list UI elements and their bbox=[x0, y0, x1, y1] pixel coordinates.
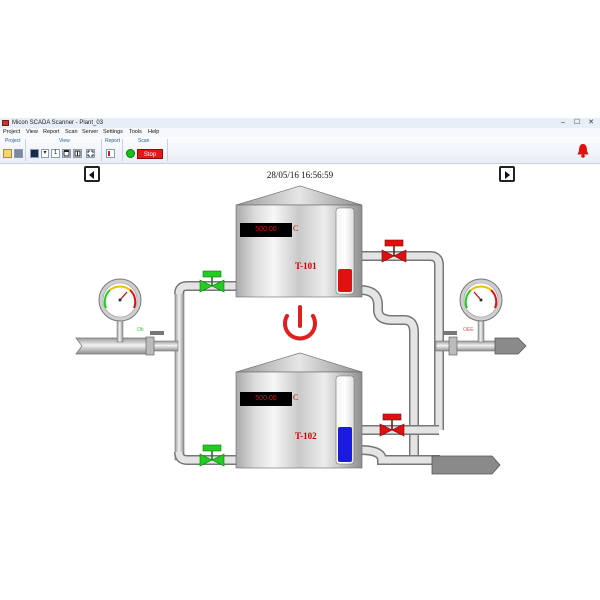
manual-valve-right[interactable] bbox=[443, 331, 458, 356]
menu-help[interactable]: Help bbox=[148, 129, 160, 135]
power-button-icon[interactable] bbox=[283, 305, 317, 341]
valve-open-t101[interactable] bbox=[199, 270, 225, 293]
tank-t101-value-display: 500.00 bbox=[240, 223, 292, 237]
view-option-1[interactable]: 1 bbox=[51, 149, 60, 158]
inlet-arrow bbox=[75, 337, 151, 355]
group-label-project: Project bbox=[5, 138, 21, 144]
save-icon[interactable] bbox=[14, 149, 23, 158]
inlet-valve-label: Ob bbox=[137, 327, 144, 333]
grid-icon[interactable] bbox=[73, 149, 82, 158]
menu-settings[interactable]: Settings bbox=[103, 129, 123, 135]
menu-view[interactable]: View bbox=[26, 129, 38, 135]
window-layout-icon[interactable] bbox=[62, 149, 71, 158]
group-label-view: View bbox=[59, 138, 70, 144]
chevron-down-icon: ▾ bbox=[43, 150, 47, 156]
next-screen-button[interactable] bbox=[499, 166, 515, 182]
left-manifold-pipe bbox=[174, 289, 185, 461]
manual-valve-left[interactable] bbox=[145, 331, 164, 356]
outlet-pipe-right bbox=[435, 340, 497, 352]
view-dropdown[interactable]: ▾ bbox=[41, 149, 49, 158]
pressure-gauge-right bbox=[459, 278, 503, 343]
group-label-report: Report bbox=[105, 138, 121, 144]
tank-t102-value-display: 500.00 bbox=[240, 392, 292, 406]
tank-t102 bbox=[235, 352, 363, 469]
group-separator bbox=[101, 139, 102, 161]
arrow-right-icon bbox=[505, 171, 510, 179]
group-separator bbox=[122, 139, 123, 161]
monitor-icon[interactable] bbox=[30, 149, 39, 158]
tank-t102-unit: C bbox=[293, 393, 299, 402]
arrow-left-icon bbox=[89, 171, 94, 179]
app-icon bbox=[2, 120, 9, 126]
report-icon[interactable] bbox=[106, 149, 115, 158]
group-separator bbox=[167, 139, 168, 161]
outlet-valve-label: OEE bbox=[463, 327, 474, 333]
stop-scan-button[interactable]: Stop bbox=[137, 149, 163, 159]
menu-scan[interactable]: Scan bbox=[65, 129, 78, 135]
menu-report[interactable]: Report bbox=[43, 129, 60, 135]
tank-t102-level-fill bbox=[338, 427, 352, 462]
menu-project[interactable]: Project bbox=[3, 129, 21, 135]
tank-t102-label: T-102 bbox=[295, 431, 317, 441]
group-separator bbox=[25, 139, 26, 161]
group-label-scan: Scan bbox=[138, 138, 150, 144]
tank-t101-label: T-101 bbox=[295, 261, 317, 271]
close-button[interactable]: ✕ bbox=[588, 119, 594, 126]
valve-closed-t102[interactable] bbox=[379, 413, 405, 437]
process-diagram bbox=[75, 185, 527, 475]
scan-status-indicator bbox=[126, 149, 135, 158]
maximize-button[interactable]: ☐ bbox=[573, 119, 581, 126]
fullscreen-icon[interactable] bbox=[86, 149, 95, 158]
open-folder-icon[interactable] bbox=[3, 149, 12, 158]
menu-tools[interactable]: Tools bbox=[129, 129, 142, 135]
tank-t101-level-fill bbox=[338, 269, 352, 292]
minimize-button[interactable]: – bbox=[561, 119, 565, 126]
screen-timestamp: 28/05/16 16:56:59 bbox=[266, 170, 334, 180]
valve-closed-t101[interactable] bbox=[381, 239, 407, 263]
tank-t101 bbox=[235, 185, 363, 298]
menu-server[interactable]: Server bbox=[82, 129, 99, 135]
valve-open-t102[interactable] bbox=[199, 444, 225, 467]
previous-screen-button[interactable] bbox=[84, 166, 100, 182]
outlet-arrow-bottom bbox=[431, 455, 501, 475]
pressure-gauge-left bbox=[98, 278, 142, 343]
toolbar-ribbon bbox=[0, 137, 600, 164]
tank-t101-unit: C bbox=[293, 224, 299, 233]
alarm-bell-icon[interactable] bbox=[576, 143, 590, 159]
outlet-arrow-right bbox=[494, 337, 527, 355]
window-title: Micon SCADA Scanner - Plant_03 bbox=[12, 120, 104, 126]
